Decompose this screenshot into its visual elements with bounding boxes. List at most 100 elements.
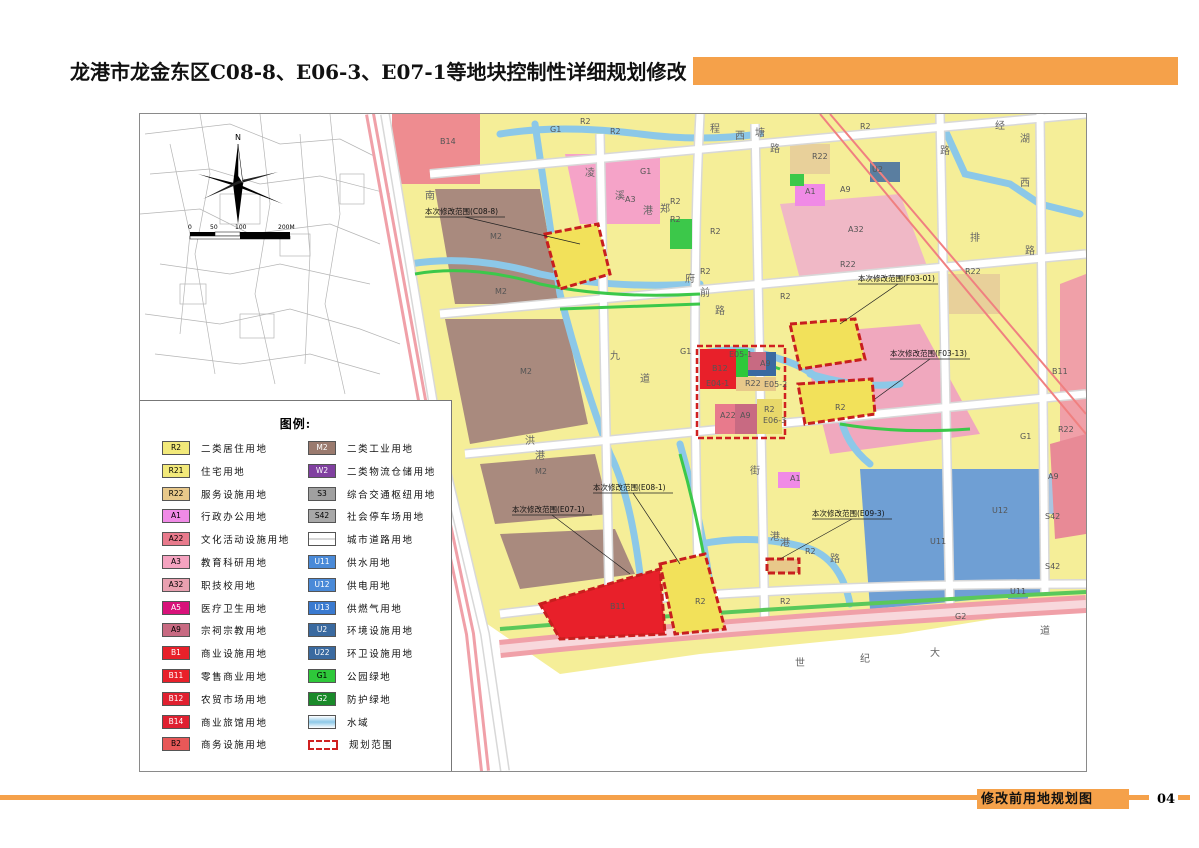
legend-swatch: B14: [162, 714, 190, 729]
m2-block-2: [445, 319, 588, 444]
road-name-char: 西: [735, 131, 745, 142]
legend-swatch: A5: [162, 600, 190, 615]
block-code-label: U11: [930, 537, 946, 546]
legend-label: 商业旅馆用地: [201, 717, 268, 729]
callout-leader: [464, 216, 581, 245]
road-name-char: 湖: [1020, 133, 1030, 145]
road-name-char: 路: [715, 304, 725, 317]
road-name-char: 路: [940, 144, 950, 157]
compass-rose: N: [198, 133, 283, 224]
block-code-label: R2: [710, 227, 721, 236]
cadastral-lines: [140, 114, 401, 395]
road-name-char: 路: [830, 552, 840, 565]
road-name-char: 溪: [615, 190, 625, 202]
legend-label: 社会停车场用地: [347, 512, 425, 524]
legend-swatch: A22: [162, 532, 190, 547]
legend-label: 二类居住用地: [201, 444, 268, 455]
legend-swatch: W2: [308, 463, 336, 478]
callout-label: 本次修改范围(F03-01): [858, 273, 935, 283]
legend-label: 农贸市场用地: [201, 694, 268, 706]
callout-leader: [874, 358, 931, 400]
legend-label: 环境设施用地: [347, 626, 414, 638]
block-code-label: M2: [520, 367, 532, 376]
callout-leader: [779, 518, 853, 560]
road-name-char: 郑: [660, 202, 670, 215]
legend-label: 城市道路用地: [347, 535, 414, 547]
legend-label: 职技校用地: [201, 580, 257, 592]
legend-item: B14 商业旅馆用地: [162, 714, 268, 729]
legend-item: S42 社会停车场用地: [308, 509, 425, 524]
block-code-label: R2: [670, 215, 681, 224]
road-name-char: 路: [770, 142, 780, 155]
block-code-label: S42: [1045, 562, 1060, 571]
a1-block: [795, 184, 825, 206]
block-code-label: R2: [580, 117, 591, 126]
block-code-label: R2: [860, 122, 871, 131]
legend-swatch: S42: [308, 509, 336, 524]
block-code-label: R22: [840, 260, 856, 269]
block-code-label: R22: [745, 379, 761, 388]
modification-areas: [537, 222, 877, 641]
legend-item: 城市道路用地: [308, 532, 414, 547]
block-code-label: G1: [640, 167, 651, 176]
legend-label: 规划范围: [349, 740, 394, 752]
footer-label-box: [977, 789, 1129, 809]
callout-label: 本次修改范围(F03-13): [890, 348, 967, 358]
road-name-char: 纪: [860, 653, 870, 665]
legend-item: A5 医疗卫生用地: [162, 600, 268, 615]
road-name-char: 道: [640, 372, 650, 385]
legend-swatch: B12: [162, 691, 190, 706]
scale-tick-0: 0: [188, 224, 192, 231]
legend-title: 图例:: [279, 417, 312, 431]
road-name-char: 港: [643, 205, 653, 217]
legend-label: 商业设施用地: [201, 649, 268, 661]
block-code-label: A1: [805, 187, 816, 196]
block-code-label: A22: [720, 411, 736, 420]
legend-label: 服务设施用地: [201, 489, 268, 501]
block-code-label: A9: [760, 359, 771, 368]
legend-swatch: B11: [162, 669, 190, 683]
legend-label: 医疗卫生用地: [201, 603, 268, 615]
block-code-label: R2: [700, 267, 711, 276]
legend-swatch: G2: [308, 691, 336, 706]
legend-swatch: M2: [308, 441, 336, 455]
legend-swatch: A3: [162, 555, 190, 569]
block-code-label: R22: [1058, 425, 1074, 434]
page-title: 龙港市龙金东区C08-8、E06-3、E07-1等地块控制性详细规划修改: [0, 57, 693, 85]
block-code-label: B11: [1052, 367, 1068, 376]
block-code-label: R2: [610, 127, 621, 136]
road-name-char: 经: [995, 119, 1005, 132]
legend-item: B1 商业设施用地: [162, 646, 268, 661]
road-name-char: 大: [930, 646, 940, 659]
g1-park-2: [790, 174, 804, 186]
road-name-char: 街: [750, 464, 760, 477]
block-code-label: A9: [740, 411, 751, 420]
block-code-label: R2: [695, 597, 706, 606]
legend-item: 规划范围: [308, 737, 393, 751]
legend-label: 零售商业用地: [201, 672, 268, 683]
block-code-label: B12: [712, 364, 728, 373]
legend-swatch: A9: [162, 623, 190, 638]
legend-swatch: B1: [162, 646, 190, 661]
r22-block-1: [790, 144, 830, 174]
m2-block-3: [480, 454, 610, 524]
legend-swatch: U11: [308, 555, 336, 569]
block-code-label: R2: [780, 597, 791, 606]
block-code-label: A3: [625, 195, 636, 204]
legend-swatch: [308, 714, 336, 729]
